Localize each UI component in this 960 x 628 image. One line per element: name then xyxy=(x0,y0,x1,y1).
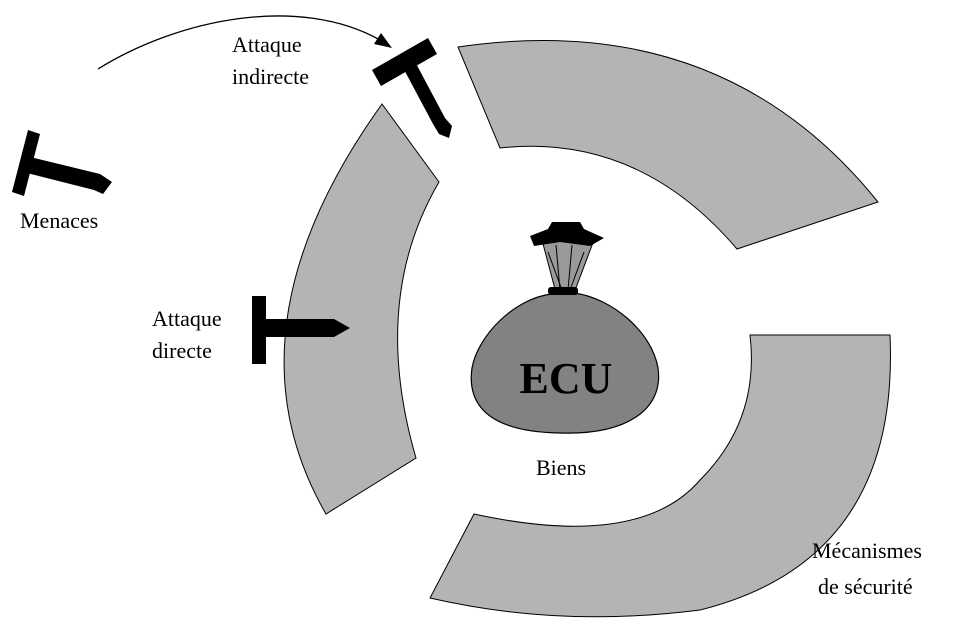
bag-body xyxy=(470,292,660,434)
security-mechanisms-label-line2: de sécurité xyxy=(818,574,913,599)
assets-label: Biens xyxy=(536,455,586,480)
ring-segment-left xyxy=(283,103,440,515)
nail-icon xyxy=(12,130,112,196)
indirect-attack-arrow xyxy=(97,15,392,70)
bag-top xyxy=(530,222,604,246)
ring-segment-top-right xyxy=(457,39,879,250)
nail-icon xyxy=(372,38,452,138)
indirect-attack-label-line1: Attaque xyxy=(232,32,302,57)
threats-label: Menaces xyxy=(20,208,98,233)
direct-attack-label-line1: Attaque xyxy=(152,306,222,331)
security-mechanisms-label-line1: Mécanismes xyxy=(812,538,922,563)
bag-tie xyxy=(548,287,578,295)
money-bag-icon: ECU xyxy=(470,222,660,434)
nail-icon xyxy=(252,296,350,364)
indirect-attack-label-line2: indirecte xyxy=(232,64,309,89)
security-ring xyxy=(283,39,891,618)
asset-symbol: ECU xyxy=(520,354,613,403)
direct-attack-label-line2: directe xyxy=(152,338,212,363)
ring-segment-bottom-right xyxy=(429,334,891,618)
